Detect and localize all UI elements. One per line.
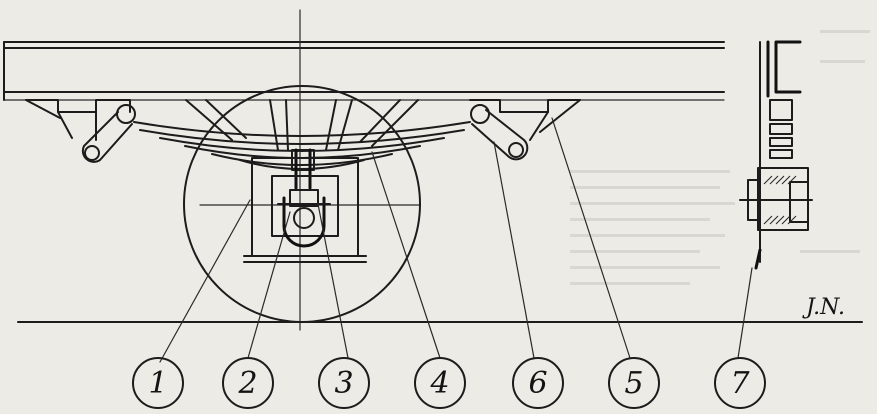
callout-2-label: 2: [237, 366, 257, 401]
callout-1: 1: [132, 357, 184, 409]
leader-lines: [159, 117, 753, 363]
drafter-signature: J.N.: [802, 295, 845, 320]
callout-5-label: 5: [624, 366, 643, 401]
callout-5: 5: [608, 357, 660, 409]
callout-7-label: 7: [730, 366, 750, 401]
callout-6-label: 6: [528, 366, 547, 401]
bleed-through-text: [570, 30, 870, 285]
right-spring-hanger: [469, 99, 581, 141]
frame-beam: [3, 41, 725, 101]
callout-3-label: 3: [334, 366, 353, 401]
callout-6: 6: [512, 357, 564, 409]
callout-7: 7: [714, 357, 766, 409]
callout-1-label: 1: [148, 366, 167, 401]
u-bolt-clamp: [291, 148, 315, 190]
callout-2: 2: [222, 357, 274, 409]
callout-4-label: 4: [429, 366, 449, 401]
section-view: [739, 40, 813, 270]
callout-3: 3: [318, 357, 370, 409]
callout-4: 4: [414, 357, 466, 409]
left-shackle: [81, 111, 133, 163]
right-shackle: [471, 109, 529, 161]
leaf-spring: [133, 121, 471, 170]
left-spring-hanger: [25, 99, 136, 141]
section-hatch: [763, 175, 797, 225]
wheel-outline: [183, 85, 421, 323]
axle-box: [243, 157, 367, 263]
frame-braces: [185, 99, 419, 151]
